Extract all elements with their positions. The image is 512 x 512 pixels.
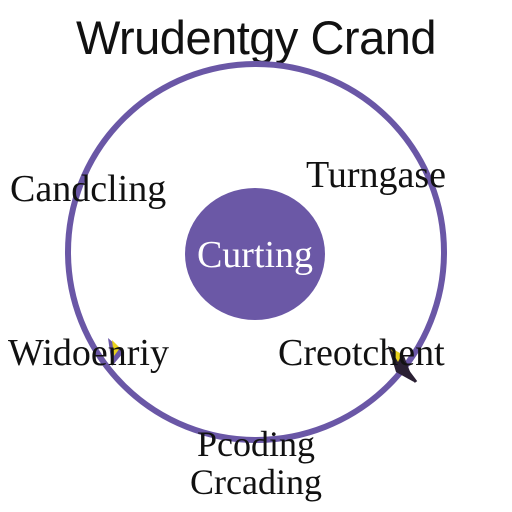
bottom-label-1: Pcoding bbox=[196, 424, 315, 464]
node-label-bottom-left: Widoenriy bbox=[8, 332, 169, 374]
node-label-top-left: Candcling bbox=[10, 168, 167, 210]
node-label-top-right: Turngase bbox=[306, 154, 447, 196]
center-disc bbox=[185, 188, 325, 320]
diagram-title: Wrudentgy Crand bbox=[76, 11, 437, 64]
right-marker-tick bbox=[402, 365, 418, 383]
outer-ring bbox=[65, 61, 447, 443]
left-arrow-marker bbox=[108, 338, 124, 366]
node-label-bottom-right: Creotchent bbox=[278, 332, 445, 374]
bottom-label-2: Crcading bbox=[190, 462, 322, 502]
center-label: Curting bbox=[196, 234, 314, 276]
